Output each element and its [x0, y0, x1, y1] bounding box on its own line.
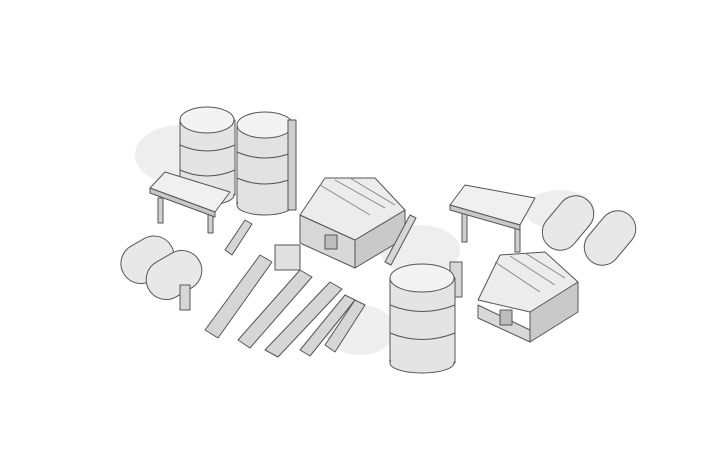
shelter[interactable]: [149, 171, 231, 234]
pipe-rack[interactable]: [179, 214, 463, 358]
warehouse-building[interactable]: [299, 177, 406, 269]
shelter[interactable]: [449, 184, 536, 253]
storage-tank[interactable]: [389, 263, 456, 374]
horizontal-tank[interactable]: [114, 229, 209, 307]
horizontal-tank[interactable]: [535, 188, 643, 272]
storage-tank[interactable]: [236, 111, 297, 216]
warehouse-building[interactable]: [477, 251, 579, 343]
